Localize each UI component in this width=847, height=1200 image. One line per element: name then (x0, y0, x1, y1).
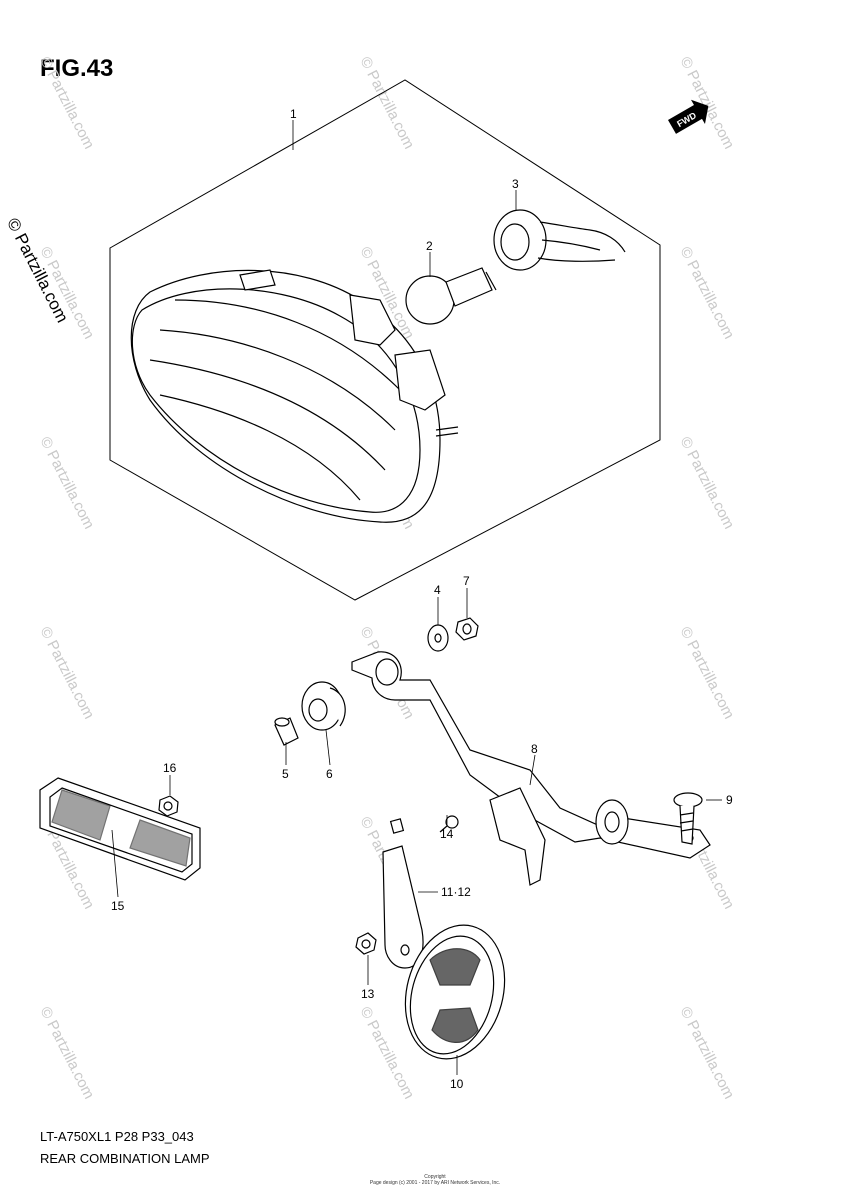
callout-1: 1 (290, 107, 297, 121)
footer-copyright-line1: Copyright (424, 1174, 446, 1180)
round-reflector (404, 924, 506, 1060)
watermark-text: © Partzilla.com (36, 624, 97, 722)
callout-4: 4 (434, 583, 441, 597)
nut-7 (455, 617, 479, 641)
grommet (301, 681, 346, 731)
watermark-text: © Partzilla.com (676, 624, 737, 722)
collar (274, 717, 299, 746)
footer-copyright-line2: Page design (c) 2001 - 2017 by ARI Netwo… (369, 1180, 501, 1186)
watermark-text: © Partzilla.com (36, 244, 97, 342)
watermark-text: © Partzilla.com (676, 1004, 737, 1102)
callout-16: 16 (163, 761, 177, 775)
callout-7: 7 (463, 574, 470, 588)
screw-14 (439, 815, 459, 833)
lamp-bracket (351, 651, 711, 886)
bolt (673, 792, 703, 845)
watermark-text: © Partzilla.com (676, 434, 737, 532)
reflector-stay (382, 818, 424, 969)
watermark-text: © Partzilla.com (36, 1004, 97, 1102)
watermark-text: © Partzilla.com (676, 244, 737, 342)
rear-lamp-assembly (130, 269, 459, 523)
callout-15: 15 (111, 899, 125, 913)
callout-11-12: 11·12 (441, 885, 471, 899)
assembly-name: REAR COMBINATION LAMP (40, 1151, 210, 1166)
callout-9: 9 (726, 793, 733, 807)
bulb-socket (493, 209, 626, 271)
washer (427, 624, 449, 652)
callout-10: 10 (450, 1077, 464, 1091)
watermark-text: © Partzilla.com (676, 54, 737, 152)
rect-reflector (39, 777, 201, 881)
watermark-text: © Partzilla.com (36, 434, 97, 532)
fig-title: FIG.43 (40, 55, 114, 82)
callout-13: 13 (361, 987, 375, 1001)
model-code: LT-A750XL1 P28 P33_043 (40, 1129, 194, 1144)
callout-5: 5 (282, 767, 289, 781)
callout-2: 2 (426, 239, 433, 253)
callout-6: 6 (326, 767, 333, 781)
nut-13 (355, 932, 377, 955)
callout-3: 3 (512, 177, 519, 191)
callout-labels: 1 2 3 4 5 6 7 8 9 10 11·12 13 14 15 16 (111, 107, 733, 1091)
nut-16 (158, 795, 179, 817)
callout-8: 8 (531, 742, 538, 756)
callout-14: 14 (440, 827, 454, 841)
leader-lines (111, 120, 722, 1075)
bulb (405, 267, 497, 325)
footer-copyright: Copyright Page design (c) 2001 - 2017 by… (360, 1174, 510, 1186)
assembly-outline (109, 79, 661, 601)
watermark-text: © Partzilla.com (36, 54, 97, 152)
